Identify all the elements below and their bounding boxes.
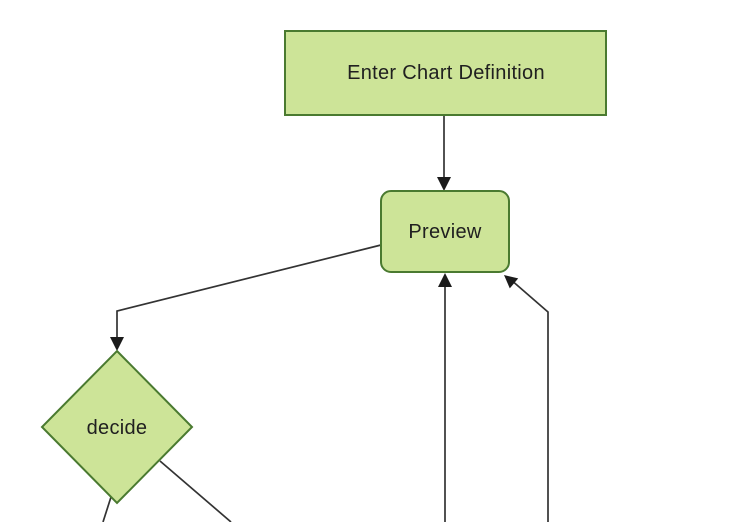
node-enter-chart-definition: Enter Chart Definition bbox=[284, 30, 607, 116]
node-decide-shape bbox=[40, 349, 194, 505]
arrowhead-up-icon bbox=[438, 273, 452, 287]
edge-enter-chart-definition-to-preview bbox=[437, 115, 451, 191]
arrowhead-up-left-icon bbox=[504, 275, 519, 289]
edge-line bbox=[102, 496, 112, 522]
node-decide-label: decide bbox=[87, 417, 148, 439]
edge-offscreen-bottom-to-preview bbox=[438, 273, 452, 522]
arrowhead-down-icon bbox=[110, 337, 124, 351]
node-preview: Preview bbox=[380, 190, 510, 273]
edge-line bbox=[116, 244, 382, 340]
edge-offscreen-bottom-right-to-preview bbox=[504, 275, 549, 522]
edge-decide-to-offscreen-bottom-right bbox=[159, 460, 232, 522]
edge-line bbox=[159, 460, 232, 522]
node-enter-chart-definition-shape bbox=[284, 30, 607, 116]
node-preview-label: Preview bbox=[408, 221, 481, 243]
node-preview-shape bbox=[380, 190, 510, 273]
edge-line bbox=[509, 278, 549, 522]
node-decide: decide bbox=[40, 349, 194, 505]
edge-decide-to-offscreen-bottom-left bbox=[102, 496, 112, 522]
edge-preview-to-decide bbox=[110, 244, 382, 351]
arrowhead-down-icon bbox=[437, 177, 451, 191]
node-enter-chart-definition-label: Enter Chart Definition bbox=[347, 62, 545, 84]
